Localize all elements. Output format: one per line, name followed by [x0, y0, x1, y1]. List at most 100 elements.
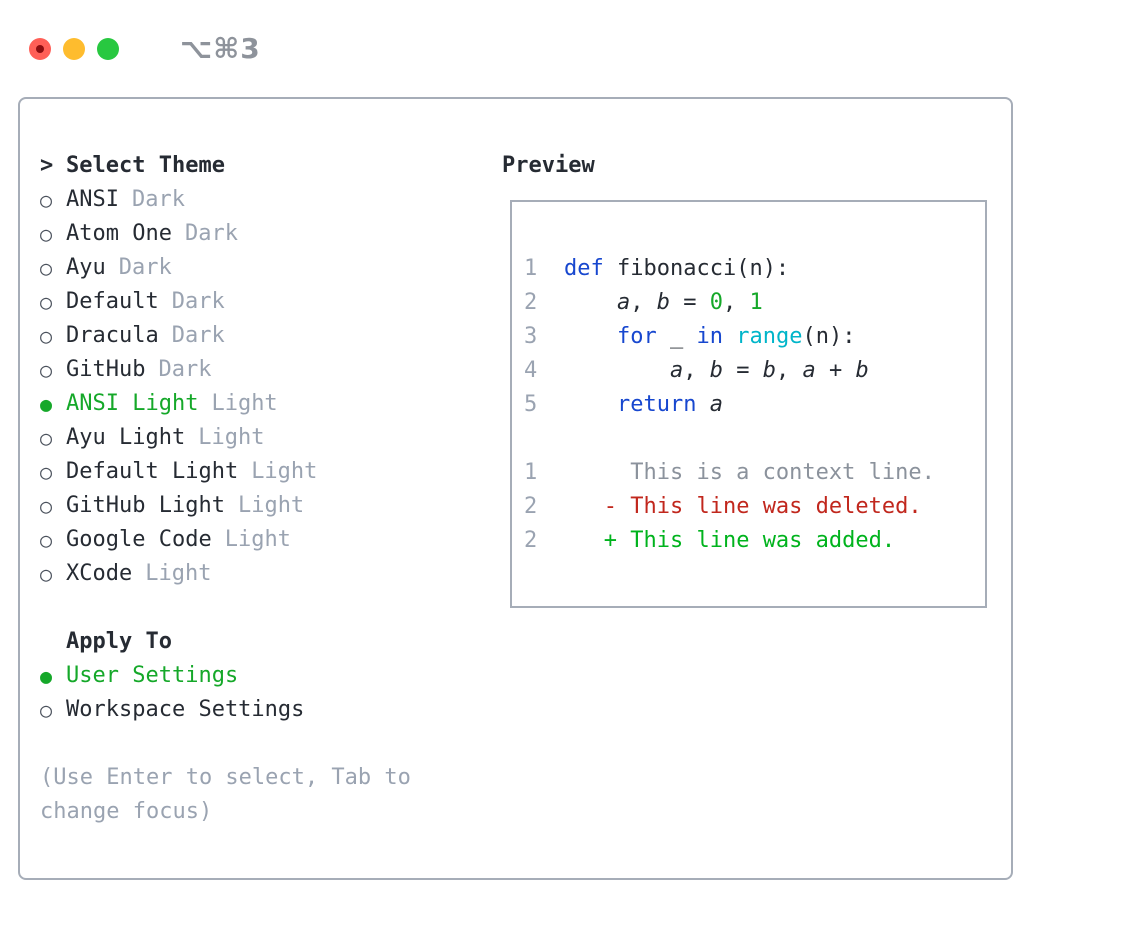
token-pl: ,: [722, 290, 750, 315]
option-label: User Settings: [66, 663, 239, 688]
token-pl: ,: [775, 358, 803, 383]
spacer: [524, 422, 985, 456]
token-pl: [564, 494, 604, 519]
apply-to-title: Apply To: [66, 629, 172, 654]
option-variant-tag: Light: [198, 425, 265, 450]
minimize-button[interactable]: [63, 37, 85, 60]
option-variant-tag: Dark: [171, 289, 225, 314]
token-pl: [696, 392, 709, 417]
token-var: b: [709, 358, 723, 383]
token-var: b: [656, 290, 670, 315]
token-pl: [564, 290, 617, 315]
token-var: b: [762, 358, 776, 383]
token-pl: +: [815, 358, 856, 383]
token-pl: fibonacci(n):: [603, 256, 790, 281]
theme-option-ansi[interactable]: ○ ANSI Dark: [40, 183, 502, 217]
radio-unselected-icon: ○: [40, 460, 53, 484]
token-pl: =: [722, 358, 763, 383]
code-line: 1 def fibonacci(n):: [524, 252, 985, 286]
line-number: 4: [524, 358, 538, 383]
token-fn: range: [736, 324, 803, 349]
option-label: GitHub Light: [66, 493, 225, 518]
window-shortcut-label: ⌥⌘3: [180, 32, 261, 65]
token-pl: ,: [630, 290, 657, 315]
diff-line: 2 + This line was added.: [524, 524, 985, 558]
option-label: Google Code: [66, 527, 212, 552]
close-button[interactable]: [29, 37, 51, 60]
line-number: 2: [524, 290, 538, 315]
theme-option-github[interactable]: ○ GitHub Dark: [40, 353, 502, 387]
code-line: 5 return a: [524, 388, 985, 422]
line-number: 3: [524, 324, 538, 349]
preview-box: 1 def fibonacci(n): 2 a, b = 0, 1 3 for _ i…: [510, 200, 987, 608]
option-label: Ayu Light: [66, 425, 186, 450]
token-kw: for: [616, 324, 657, 349]
code-line: 4 a, b = b, a + b: [524, 354, 985, 388]
preview-title: Preview: [502, 153, 595, 178]
option-label: ANSI: [66, 187, 119, 212]
option-label: Dracula: [66, 323, 159, 348]
token-kw: def: [564, 256, 604, 281]
option-variant-tag: Light: [145, 561, 212, 586]
option-label: ANSI Light: [66, 391, 199, 416]
diff-line: 2 - This line was deleted.: [524, 490, 985, 524]
option-variant-tag: Light: [211, 391, 278, 416]
radio-unselected-icon: ○: [40, 222, 53, 246]
code-block: 1 def fibonacci(n): 2 a, b = 0, 1 3 for _ i…: [524, 252, 985, 422]
token-pl: ,: [683, 358, 710, 383]
select-theme-title: Select Theme: [66, 153, 225, 178]
close-button-dot-icon: [36, 44, 44, 53]
hint-text: (Use Enter to select, Tab to change focu…: [40, 765, 411, 824]
option-label: Workspace Settings: [66, 697, 305, 722]
preview-heading: Preview: [502, 149, 987, 183]
radio-unselected-icon: ○: [40, 562, 53, 586]
radio-unselected-icon: ○: [40, 290, 53, 314]
focus-caret-icon: >: [40, 153, 54, 178]
token-pl: =: [669, 290, 710, 315]
token-num: 0: [709, 290, 723, 315]
option-variant-tag: Dark: [131, 187, 185, 212]
line-number: 5: [524, 392, 538, 417]
radio-unselected-icon: ○: [40, 494, 53, 518]
option-variant-tag: Light: [224, 527, 291, 552]
spacer: [40, 727, 502, 761]
code-line: 3 for _ in range(n):: [524, 320, 985, 354]
theme-option-default[interactable]: ○ Default Dark: [40, 285, 502, 319]
option-label: Ayu: [66, 255, 106, 280]
diff-block: 1 This is a context line.2 - This line w…: [524, 456, 985, 558]
theme-option-xcode[interactable]: ○ XCode Light: [40, 557, 502, 591]
token-pl: [723, 324, 736, 349]
option-label: Default: [66, 289, 159, 314]
token-var: a: [616, 290, 631, 315]
radio-unselected-icon: ○: [40, 698, 53, 722]
token-pl: [564, 392, 617, 417]
preview-section: Preview 1 def fibonacci(n): 2 a, b = 0, 1 3…: [502, 149, 987, 608]
token-pl: _: [656, 324, 697, 349]
zoom-button[interactable]: [97, 37, 119, 60]
option-variant-tag: Light: [237, 493, 305, 518]
theme-option-github-light[interactable]: ○ GitHub Light Light: [40, 489, 502, 523]
apply-option-workspace-settings[interactable]: ○ Workspace Settings: [40, 693, 502, 727]
option-label: XCode: [66, 561, 133, 586]
line-number: 1: [524, 256, 538, 281]
token-var: a: [802, 358, 816, 383]
apply-option-user-settings[interactable]: ●User Settings: [40, 659, 502, 693]
option-variant-tag: Dark: [158, 357, 212, 382]
token-kw: return: [616, 392, 697, 417]
line-number: 1: [524, 460, 538, 485]
radio-unselected-icon: ○: [40, 358, 53, 382]
radio-unselected-icon: ○: [40, 188, 53, 212]
token-pl: [564, 528, 604, 553]
select-theme-heading: > Select Theme: [40, 149, 502, 183]
token-kw: in: [696, 324, 723, 349]
option-label: GitHub: [66, 357, 146, 382]
